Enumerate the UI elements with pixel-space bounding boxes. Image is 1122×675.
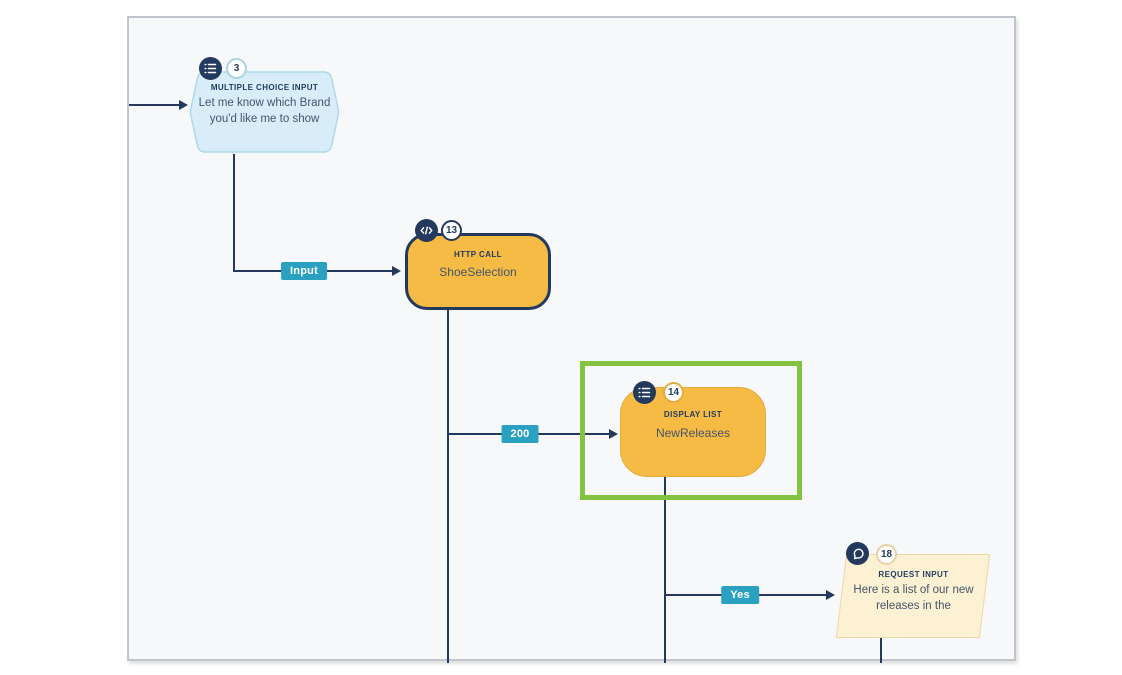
node-multiple-choice-input[interactable]: MULTIPLE CHOICE INPUT Let me know which … [189, 70, 340, 154]
step-number-badge: 18 [876, 544, 897, 565]
node-text: Here is a list of our new releases in th… [853, 584, 974, 613]
arrowhead-icon [179, 100, 188, 110]
step-number-badge: 3 [226, 58, 247, 79]
node-type-label: REQUEST INPUT [878, 570, 949, 579]
node-type-label: DISPLAY LIST [663, 410, 723, 419]
edge-node14-down [664, 477, 666, 663]
node-type-label: MULTIPLE CHOICE INPUT [210, 83, 319, 92]
arrowhead-icon [826, 590, 835, 600]
node-request-input[interactable]: REQUEST INPUT Here is a list of our new … [835, 554, 991, 638]
node-text: Let me know which Brand you'd like me to… [198, 97, 331, 126]
list-icon [633, 381, 656, 404]
chat-icon [846, 542, 869, 565]
step-number-badge: 13 [441, 220, 462, 241]
step-number-badge: 14 [663, 382, 684, 403]
list-icon [199, 57, 222, 80]
arrowhead-icon [609, 429, 618, 439]
node-type-label: HTTP CALL [454, 250, 502, 259]
flow-canvas[interactable]: Input 200 Yes MULTIPLE CHOICE INPUT Let … [127, 16, 1016, 663]
code-icon [415, 219, 438, 242]
hexagon-shape [189, 71, 340, 153]
edge-node3-down [233, 154, 235, 272]
selection-highlight [580, 361, 802, 500]
edge-label-yes[interactable]: Yes [721, 586, 759, 604]
node-text: NewReleases [655, 426, 731, 440]
arrowhead-icon [392, 266, 401, 276]
edge-start-to-node3 [129, 104, 179, 106]
edge-node13-down [447, 310, 449, 663]
edge-node18-down [880, 638, 882, 663]
node-text: ShoeSelection [439, 265, 517, 279]
edge-label-input[interactable]: Input [281, 262, 327, 280]
node-http-call[interactable]: HTTP CALL ShoeSelection [405, 233, 551, 310]
edge-label-200[interactable]: 200 [501, 425, 539, 443]
